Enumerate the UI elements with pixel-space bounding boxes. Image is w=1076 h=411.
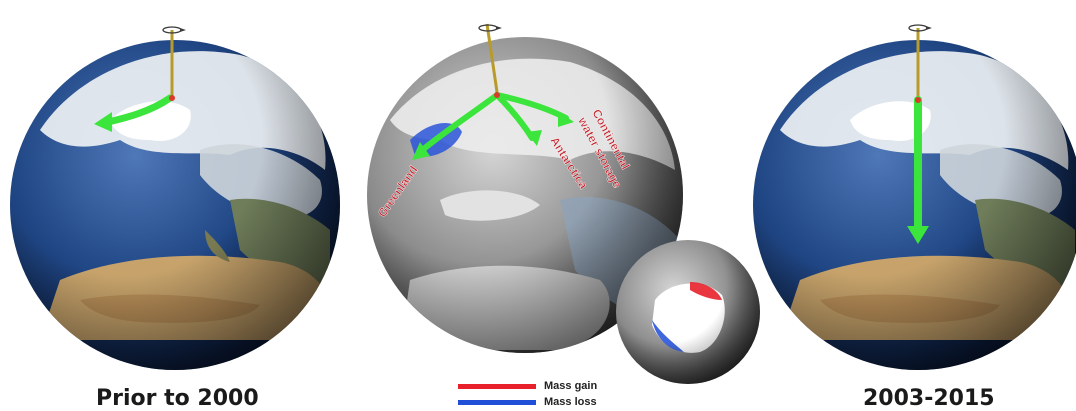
mass-loss-swatch (458, 399, 536, 405)
caption-2003-2015: 2003-2015 (863, 386, 995, 411)
mass-loss-label: Mass loss (544, 396, 597, 408)
legend-mass-loss: Mass loss (458, 396, 597, 408)
drift-arrows-center (412, 92, 574, 160)
globe-prior-2000 (10, 40, 340, 370)
globe-antarctica-inset (616, 240, 760, 384)
globe-2003-2015 (753, 40, 1076, 370)
caption-prior-2000: Prior to 2000 (96, 386, 259, 411)
legend-mass-gain: Mass gain (458, 380, 597, 392)
mass-gain-swatch (458, 383, 536, 389)
pole-axis-left (162, 26, 186, 98)
drift-arrow-right (907, 96, 929, 244)
pole-axis-right (908, 24, 932, 98)
mass-gain-label: Mass gain (544, 380, 598, 392)
pole-axis-center (478, 23, 502, 93)
drift-arrow-left (94, 94, 175, 132)
